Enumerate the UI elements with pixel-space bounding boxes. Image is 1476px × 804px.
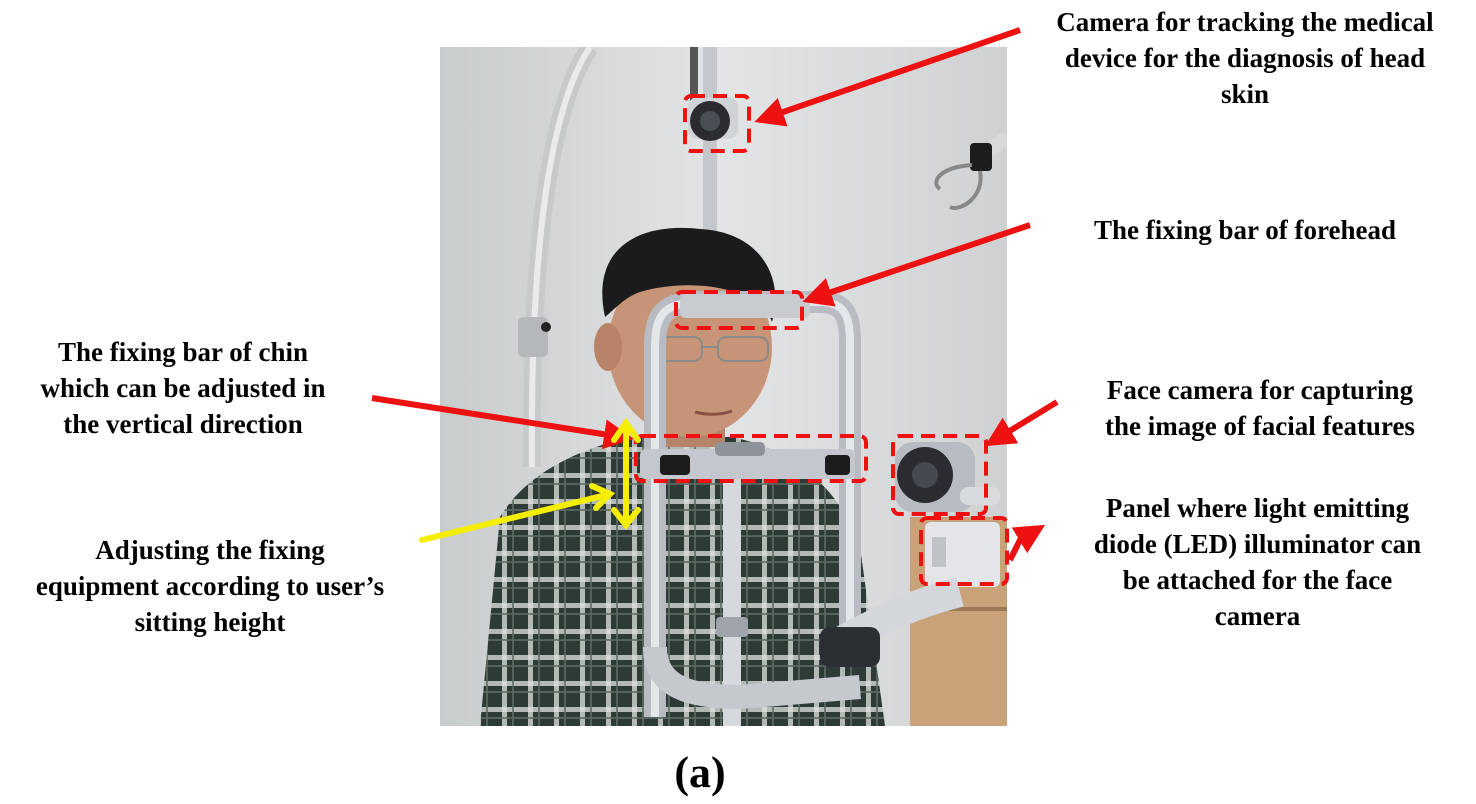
led-panel xyxy=(925,522,1000,587)
figure-caption: (a) xyxy=(674,748,726,797)
tracking-camera-label: Camera for tracking the medical device f… xyxy=(1056,7,1434,109)
apparatus-photo xyxy=(440,47,1007,726)
forehead-bar xyxy=(680,294,810,318)
adjusting-label: Adjusting the fixing equipment according… xyxy=(35,535,385,637)
gripper-arm-icon xyxy=(934,131,1007,210)
ceiling-camera-icon xyxy=(688,97,738,141)
led-panel-label: Panel where light emitting diode (LED) i… xyxy=(1093,493,1422,631)
center-column xyxy=(723,467,741,726)
chin-bar-label: The fixing bar of chin which can be adju… xyxy=(40,337,326,439)
face-camera-label: Face camera for capturing the image of f… xyxy=(1105,375,1415,441)
forehead-bar-label: The fixing bar of forehead xyxy=(1093,215,1396,245)
led-panel-arrow xyxy=(1007,524,1046,562)
hair xyxy=(602,227,776,322)
